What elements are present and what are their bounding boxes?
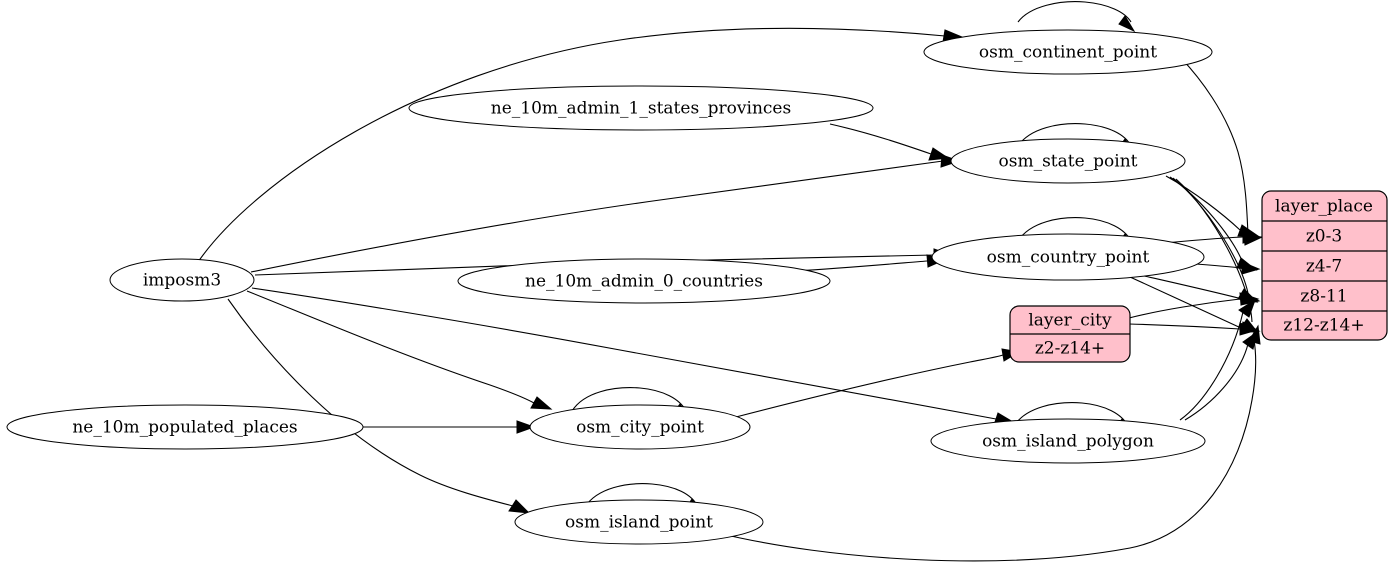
edge-imposm3-to-osm-city-point [246,290,535,404]
osm-island-point-ellipse[interactable] [514,499,764,545]
arrowhead-ne-admin1-state [928,147,950,161]
node-osm-country-point[interactable]: osm_country_point [931,233,1205,281]
edge-self-loop-osm-city-point [571,387,687,412]
ne-admin0-ellipse[interactable] [457,258,831,304]
edge-osm-island-polygon-to-layer-place-z12-z14 [1184,343,1249,421]
edge-ne-admin1-to-osm-state-point [829,123,932,155]
edge-layer-city-to-layer-place-z8-11 [1128,298,1241,319]
osm-island-point-label: osm_island_point [565,513,713,533]
layer-place-header: layer_place [1275,197,1373,217]
layer-place-box[interactable] [1261,190,1388,341]
arrowhead-country-z03 [1242,230,1262,244]
edge-self-loop-osm-country-point [1017,217,1132,242]
layer-place-row-z8-11[interactable]: z8-11 [1300,287,1347,307]
arrowhead-islandpoint-z12 [1248,324,1261,345]
edge-osm-island-point-to-layer-place-z12-z14 [717,339,1257,562]
node-ne-10m-admin-1-states-provinces[interactable]: ne_10m_admin_1_states_provinces [408,85,874,131]
ne-admin1-label: ne_10m_admin_1_states_provinces [491,99,791,119]
edge-osm-state-point-to-layer-place-z0-3 [1165,175,1241,231]
edge-ne-admin0-to-osm-country-point [794,260,928,272]
node-osm-continent-point[interactable]: osm_continent_point [923,29,1213,75]
node-layer: imposm3 ne_10m_admin_1_states_provinces … [6,29,1213,545]
layer-place-row-z0-3[interactable]: z0-3 [1306,227,1342,247]
arrowhead-imposm3-city [530,396,553,410]
edge-self-loop-osm-continent-point [1017,1,1132,23]
osm-continent-point-ellipse[interactable] [923,29,1213,75]
edge-osm-state-point-to-layer-place-z8-11 [1172,177,1249,294]
imposm3-label: imposm3 [143,271,221,291]
table-layer-place[interactable]: layer_place z0-3 z4-7 z8-11 z12-z14+ [1261,190,1388,341]
layer-place-row-z4-7[interactable]: z4-7 [1306,257,1342,277]
edge-imposm3-to-osm-island-polygon [251,287,997,420]
edge-self-loop-osm-island-point [584,483,699,508]
table-layer-city[interactable]: layer_city z2-z14+ [1009,305,1131,363]
edge-imposm3-to-osm-island-point [227,298,514,507]
osm-state-point-label: osm_state_point [999,152,1138,172]
edge-osm-country-point-to-layer-place-z8-11 [1139,274,1243,300]
layer-place-row-z12-z14[interactable]: z12-z14+ [1283,316,1364,336]
node-osm-city-point[interactable]: osm_city_point [529,404,751,450]
osm-city-point-ellipse[interactable] [529,404,751,450]
node-imposm3[interactable]: imposm3 [109,258,255,302]
arrowhead-country-z47 [1241,261,1261,275]
osm-island-polygon-label: osm_island_polygon [982,432,1154,452]
arrowhead-city-z811 [1239,292,1260,306]
edge-self-loop-osm-state-point [1017,123,1132,147]
node-ne-10m-admin-0-countries[interactable]: ne_10m_admin_0_countries [457,258,831,304]
ne-admin0-label: ne_10m_admin_0_countries [525,272,763,292]
arrowhead-imposm3-island-point [508,499,531,514]
node-ne-10m-populated-places[interactable]: ne_10m_populated_places [6,404,364,450]
osm-country-point-label: osm_country_point [987,248,1150,268]
edge-self-loop-osm-island-polygon [1013,402,1129,427]
record-layer: layer_city z2-z14+ layer_place z0-3 z4-7… [1009,190,1388,363]
edge-imposm3-to-osm-state-point [250,160,944,273]
arrowhead-city-z12 [1239,322,1259,336]
layer-city-row-z2-z14[interactable]: z2-z14+ [1035,339,1105,359]
node-osm-state-point[interactable]: osm_state_point [950,138,1186,184]
edge-layer-city-to-layer-place-z12-z14 [1128,323,1241,330]
edge-osm-city-point-to-layer-city-z2-z14 [735,354,1004,418]
arrowhead-islandpoly-z811 [1238,298,1256,318]
arrowhead-self-continent [1118,15,1136,33]
layer-city-header: layer_city [1028,311,1112,331]
node-osm-island-point[interactable]: osm_island_point [514,499,764,545]
edge-osm-continent-point-to-layer-place-z0-3 [1180,57,1249,236]
ne-admin1-ellipse[interactable] [408,85,874,131]
arrowhead-ne-populated-city [516,420,536,434]
imposm3-ellipse[interactable] [109,258,255,302]
osm-continent-point-label: osm_continent_point [979,43,1157,63]
osm-country-point-ellipse[interactable] [931,233,1205,281]
osm-island-polygon-ellipse[interactable] [930,418,1206,464]
osm-city-point-label: osm_city_point [576,418,704,438]
osm-state-point-ellipse[interactable] [950,138,1186,184]
edge-osm-country-point-to-layer-place-z12-z14 [1129,276,1242,329]
node-osm-island-polygon[interactable]: osm_island_polygon [930,418,1206,464]
ne-populated-label: ne_10m_populated_places [72,418,297,438]
edge-imposm3-to-osm-continent-point [197,27,946,263]
edge-osm-island-polygon-to-layer-place-z8-11 [1179,311,1244,421]
ne-populated-ellipse[interactable] [6,404,364,450]
